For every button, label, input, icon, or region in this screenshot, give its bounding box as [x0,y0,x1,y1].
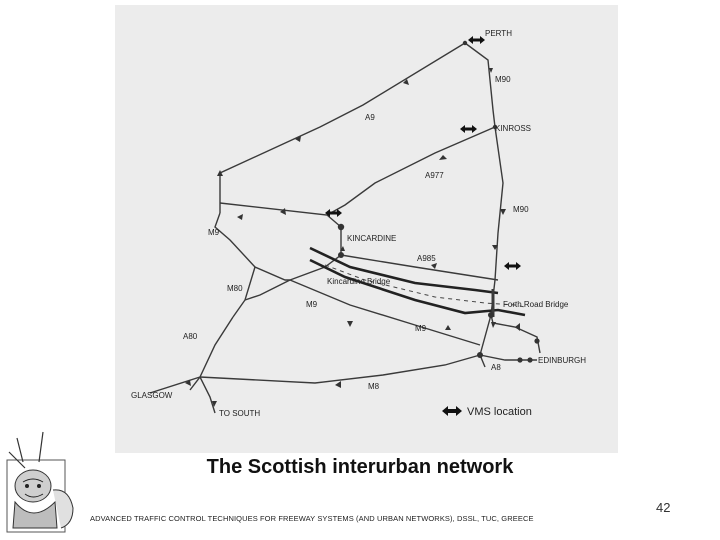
road-to-south [199,376,216,414]
road-label-m9-west: M9 [208,228,220,237]
direction-arrow [492,245,498,250]
road-label-a8: A8 [491,363,501,372]
bridge-label-forth-road: Forth Road Bridge [503,300,569,309]
direction-arrow [347,321,353,327]
river-channel [324,264,526,308]
road-label-a9: A9 [365,113,375,122]
road-a80 [189,316,234,391]
network-map-diagram: PERTH M90 A9 KINROSS A977 M90 M9 KINCARD… [131,29,586,418]
road-a9-top [219,42,466,213]
road-label-a977: A977 [425,171,444,180]
road-label-m90-north: M90 [495,75,511,84]
page-number: 42 [656,500,671,515]
road-m9-mid [244,279,291,301]
direction-arrow [403,79,409,85]
road-label-m9-south: M9 [415,324,427,333]
node-a8-junction [477,352,483,358]
direction-arrow [515,323,520,331]
road-edinburgh-link [479,312,541,356]
direction-arrow [295,136,301,142]
direction-arrow [431,263,437,269]
direction-arrow [217,170,223,176]
node-kincardine [337,223,345,231]
slide-footer: ADVANCED TRAFFIC CONTROL TECHNIQUES FOR … [90,514,534,523]
direction-arrow [491,322,496,328]
vms-legend-icon [442,406,462,416]
vms-icon-kincardine [325,209,342,217]
node-kincardine-south [338,252,344,258]
legend-label-vms: VMS location [467,406,532,418]
direction-arrow [185,380,191,386]
road-label-m8: M8 [368,382,380,391]
direction-arrow [500,209,506,215]
direction-arrow [340,246,345,251]
place-label-perth: PERTH [485,29,512,38]
road-label-a80: A80 [183,332,198,341]
node-forth-bridge-south [488,312,494,318]
direction-arrow [489,68,493,73]
logo-illustration [6,431,74,533]
direction-arrow [439,155,447,160]
road-label-m90-south: M90 [513,205,529,214]
road-m9-south [289,279,481,346]
road-a985 [340,254,499,281]
direction-arrow [335,381,341,388]
direction-arrow [212,401,217,407]
bridge-label-kincardine: Kincardine Bridge [327,277,391,286]
vms-icon-perth [468,36,485,44]
slide-title: The Scottish interurban network [206,456,514,478]
place-label-to-south: TO SOUTH [219,409,260,418]
node-kinross [492,124,498,130]
road-label-m9-mid: M9 [306,300,318,309]
river-north-bank [309,246,499,295]
place-label-glasgow: GLASGOW [131,391,173,400]
road-m9-west [214,212,290,281]
node-edinburgh-3 [534,338,540,344]
road-a977 [326,126,496,216]
vms-icon-kinross [460,125,477,133]
node-edinburgh-2 [527,357,533,363]
vms-icon-forth-bridge [504,262,521,270]
direction-arrow [445,325,451,330]
road-m90-north [464,42,496,128]
road-m90-south [490,126,504,316]
direction-arrow [237,214,243,220]
network-map: PERTH M90 A9 KINROSS A977 M90 M9 KINCARD… [115,5,618,453]
direction-arrow [280,208,286,215]
node-perth [462,40,468,46]
place-label-kincardine: KINCARDINE [347,234,396,243]
road-glasgow [149,376,201,394]
road-kincardine-link [219,202,342,228]
road-label-m80: M80 [227,284,243,293]
node-edinburgh-1 [517,357,523,363]
road-label-a985: A985 [417,254,436,263]
place-label-edinburgh: EDINBURGH [538,356,586,365]
road-m8 [199,354,481,384]
road-kincardine-south [289,227,342,281]
place-label-kinross: KINROSS [495,124,531,133]
river-south-bank [309,258,526,317]
